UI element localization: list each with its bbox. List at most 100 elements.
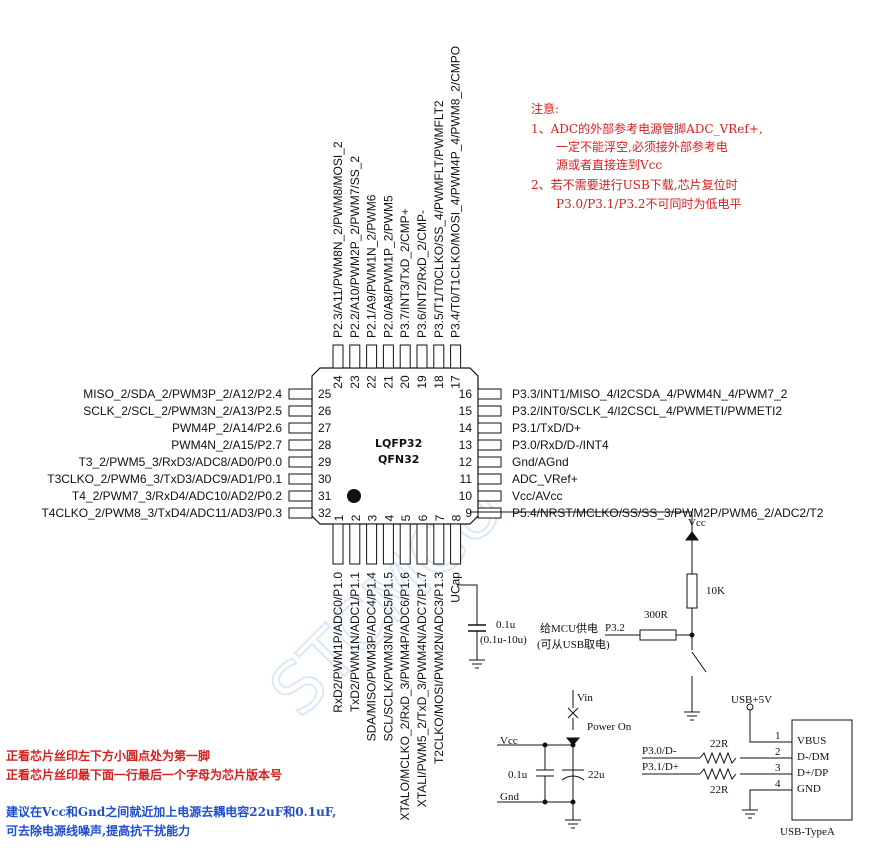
usb-pin-number: 2: [775, 746, 781, 758]
pin-number: 16: [459, 387, 473, 401]
pin-lead-top: [332, 344, 344, 369]
pin-number: 3: [366, 514, 380, 521]
pin-label: P3.3/INT1/MISO_4/I2CSDA_4/PWM4N_4/PWM7_2: [512, 387, 788, 401]
notes-line5: P3.0/P3.1/P3.2不可同时为低电平: [556, 197, 742, 211]
pin-number: 4: [382, 514, 396, 521]
pin-label: P3.4/T0/T1CLKO/MOSI_4/PWM4P_4/PWM8_2/CMP…: [449, 46, 463, 338]
usb-pin-number: 4: [775, 778, 781, 790]
usb-pin-label: D+/DP: [797, 767, 828, 779]
pin-number: 8: [450, 514, 464, 521]
c01-label: 0.1u: [508, 769, 528, 781]
pin-label: SCL/SCLK/PWM3N/ADC5/P1.5: [381, 572, 395, 742]
pin-label: Vcc/AVcc: [512, 489, 562, 503]
gnd-left-label: Gnd: [500, 791, 519, 803]
pin-lead-top: [416, 344, 428, 369]
pin-label: XTALI/PWM5_2/TxD_3/PWM4N/ADC7/P1.7: [415, 572, 429, 808]
pin-label: P3.0/RxD/D-/INT4: [512, 438, 609, 452]
usb-name: USB-TypeA: [780, 826, 835, 838]
pin-lead-top: [382, 344, 394, 369]
pin-label: P2.2/A10/PWM2P_2/PWM7/SS_2: [348, 156, 362, 338]
r22b-label: 22R: [710, 784, 729, 796]
pin-label: P3.2/INT0/SCLK_4/I2CSCL_4/PWMETI/PWMETI2: [512, 404, 782, 418]
pin-label: SCLK_2/SCL_2/PWM3N_2/A13/P2.5: [83, 404, 282, 418]
note-red-2: 正看芯片丝印最下面一行最后一个字母为芯片版本号: [6, 767, 282, 782]
pin-lead-left: [288, 456, 313, 468]
notes-line4: 2、若不需要进行USB下载,芯片复位时: [531, 177, 738, 192]
pin-lead-left: [288, 439, 313, 451]
pin-label: P3.5/T1/T0CLKO/SS_4/PWMFLT/PWMFLT2: [432, 100, 446, 338]
p31-label: P3.1/D+: [642, 761, 679, 773]
pin-lead-top: [450, 344, 462, 369]
pin-label: Gnd/AGnd: [512, 455, 569, 469]
pin-number: 13: [459, 438, 473, 452]
vcc-top-label: Vcc: [688, 517, 706, 529]
r300-label: 300R: [644, 609, 669, 621]
pin-lead-bottom: [416, 523, 428, 565]
pin-label: ADC_VRef+: [512, 472, 578, 486]
pin-number: 29: [318, 455, 332, 469]
pin-number: 26: [318, 404, 332, 418]
pin-number: 31: [318, 489, 332, 503]
pin-label: PWM4P_2/A14/P2.6: [172, 421, 282, 435]
note-blue-1: 建议在Vcc和Gnd之间就近加上电源去耦电容22uF和0.1uF,: [5, 804, 336, 819]
pin-number: 15: [459, 404, 473, 418]
pin-label: UCap: [449, 572, 463, 603]
mcu-power-sub: (可从USB取电): [537, 638, 610, 651]
pin-number: 1: [332, 514, 346, 521]
usb-pin-number: 3: [775, 762, 781, 774]
ucap-value: 0.1u: [496, 619, 516, 631]
pin-number: 27: [318, 421, 332, 435]
pin-number: 5: [399, 514, 413, 521]
bottom-notes: 正看芯片丝印左下方小圆点处为第一脚 正看芯片丝印最下面一行最后一个字母为芯片版本…: [5, 748, 336, 838]
pin-lead-right: [477, 422, 502, 434]
pin-lead-right: [477, 439, 502, 451]
pin-lead-bottom: [332, 523, 344, 565]
bottom-pin-group: 1RxD2/PWM1P/ADC0/P1.02TxD2/PWM1N/ADC1/P1…: [331, 514, 464, 820]
pin-label: TxD2/PWM1N/ADC1/P1.1: [348, 572, 362, 712]
chip-package-2: QFN32: [378, 453, 419, 466]
pin-number: 32: [318, 506, 332, 520]
pin-number: 18: [432, 375, 446, 389]
pin-label: P2.3/A11/PWM8N_2/PWM8/MOSI_2: [331, 141, 345, 338]
pin-label: RxD2/PWM1P/ADC0/P1.0: [331, 572, 345, 713]
pin1-dot: [347, 489, 361, 503]
pin-label: T3_2/PWM5_3/RxD3/ADC8/AD0/P0.0: [79, 455, 283, 469]
notes-title: 注意:: [531, 101, 559, 116]
pin-label: T3CLKO_2/PWM6_3/TxD3/ADC9/AD1/P0.1: [47, 472, 282, 486]
usb5v-label: USB+5V: [731, 694, 772, 706]
pin-label: SDA/MISO/PWM3P/ADC4/P1.4: [365, 572, 379, 742]
pin-number: 24: [331, 375, 345, 389]
p32-label: P3.2: [605, 622, 625, 634]
pin-lead-right: [477, 456, 502, 468]
pin-number: 12: [459, 455, 473, 469]
chip-package-1: LQFP32: [375, 437, 422, 450]
pin-number: 7: [433, 514, 447, 521]
pin-label: MISO_2/SDA_2/PWM3P_2/A12/P2.4: [83, 387, 282, 401]
pin-lead-left: [288, 490, 313, 502]
pin-lead-top: [366, 344, 378, 369]
pin-lead-bottom: [349, 523, 361, 565]
pin-lead-bottom: [366, 523, 378, 565]
usb-pin-label: GND: [797, 783, 821, 795]
pin-number: 23: [348, 375, 362, 389]
note-blue-2: 可去除电源线噪声,提高抗干扰能力: [6, 823, 190, 838]
pin-lead-left: [288, 473, 313, 485]
pin-number: 30: [318, 472, 332, 486]
usb-pin-number: 1: [775, 730, 781, 742]
pin-number: 9: [465, 506, 472, 520]
pin-lead-right: [477, 490, 502, 502]
pin-label: P3.7/INT3/TxD_2/CMP+: [398, 208, 412, 338]
pin-label: P3.1/TxD/D+: [512, 421, 581, 435]
vin-label: Vin: [577, 692, 593, 704]
notes-line3: 源或者直接连到Vcc: [556, 157, 662, 172]
pin-label: P3.6/INT2/RxD_2/CMP-: [415, 210, 429, 338]
pin-number: 19: [415, 375, 429, 389]
pin-lead-right: [477, 507, 502, 519]
pin-number: 14: [459, 421, 473, 435]
r10k-label: 10K: [706, 585, 725, 597]
pin-label: P2.0/A8/PWM1P_2/PWM5: [381, 195, 395, 338]
chip-body: LQFP32 QFN32: [311, 367, 479, 525]
pin-label: T4_2/PWM7_3/RxD4/ADC10/AD2/P0.2: [72, 489, 282, 503]
